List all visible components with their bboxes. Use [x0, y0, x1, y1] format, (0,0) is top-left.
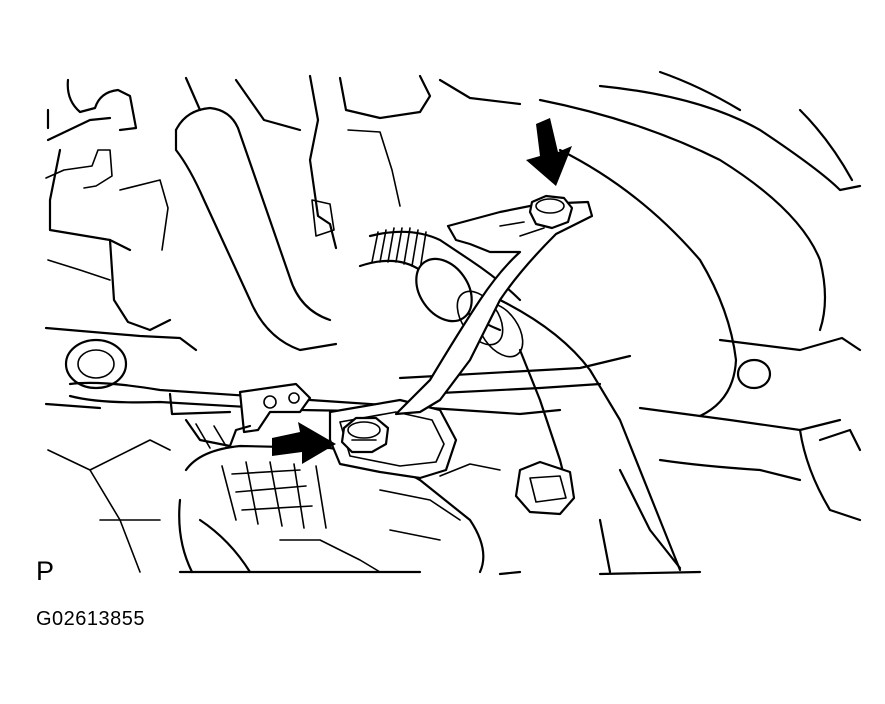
illustration-bottom-edge	[178, 570, 702, 576]
upper-bolt	[528, 194, 574, 230]
upper-arrow	[526, 118, 572, 186]
lower-bolt	[340, 416, 390, 454]
view-label: P	[36, 556, 55, 586]
engine-background-linework	[44, 70, 862, 574]
lower-arrow	[272, 422, 336, 464]
figure-code: G02613855	[36, 608, 146, 630]
